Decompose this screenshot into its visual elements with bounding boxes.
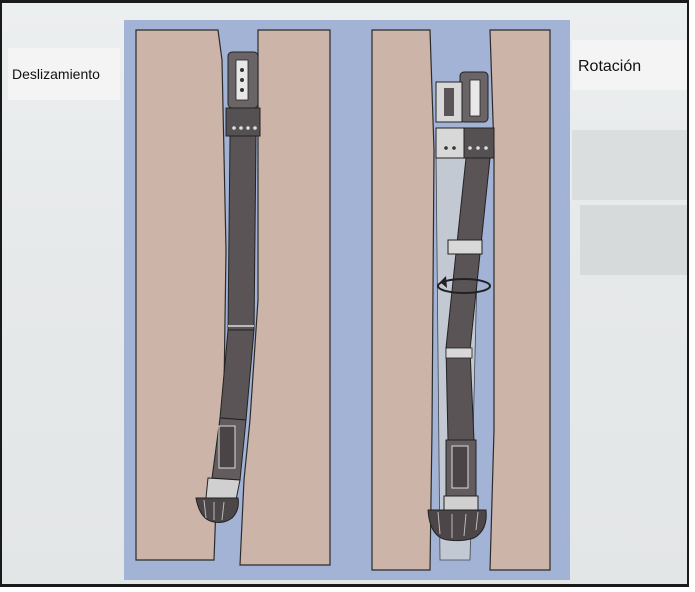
right-well <box>372 30 550 570</box>
lower-sub-window <box>219 426 235 468</box>
stabilizer <box>226 108 260 136</box>
bit-shank <box>206 478 240 500</box>
right-well-right-wall <box>490 30 550 570</box>
motor-body <box>228 136 256 330</box>
right-well-left-wall <box>372 30 434 570</box>
bent-housing <box>446 348 474 440</box>
bit-shank <box>444 496 478 510</box>
collar-band <box>448 240 482 254</box>
left-well <box>136 30 330 565</box>
